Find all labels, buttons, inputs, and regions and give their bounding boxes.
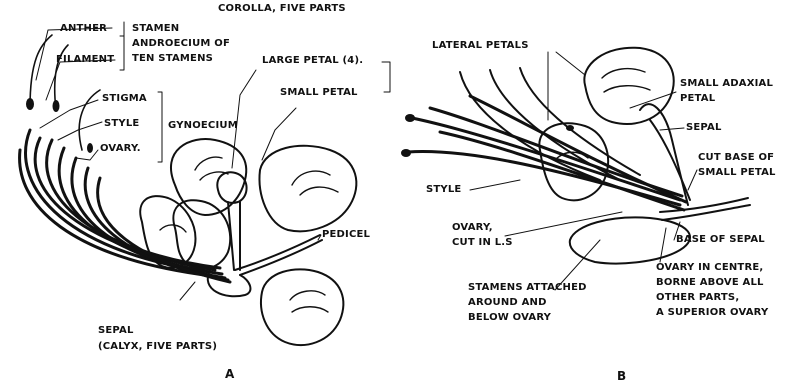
superior-ovary-label: A SUPERIOR OVARY	[656, 307, 768, 319]
corolla-label: COROLLA, FIVE PARTS	[218, 3, 346, 15]
panel-letter-b: B	[617, 370, 626, 382]
ovary-label-a: OVARY.	[100, 143, 141, 155]
small-petal-label: SMALL PETAL	[280, 87, 358, 99]
small-adaxial-label: SMALL ADAXIAL	[680, 78, 773, 90]
sepal-label-b: SEPAL	[686, 122, 722, 134]
anther-label: ANTHER	[60, 23, 107, 35]
flower-b-leader-lines	[470, 52, 697, 290]
style-label-a: STYLE	[104, 118, 139, 130]
filament-label: FILAMENT	[56, 54, 114, 66]
androecium-label: ANDROECIUM OF	[132, 38, 230, 50]
panel-letter-a: A	[225, 368, 235, 380]
flower-a-drawing	[20, 22, 390, 345]
ovary-cut-label: OVARY,	[452, 222, 493, 234]
ovary-in-centre-label: OVARY IN CENTRE,	[656, 262, 763, 274]
ten-stamens-label: TEN STAMENS	[132, 53, 213, 65]
lateral-petals-label: LATERAL PETALS	[432, 40, 529, 52]
around-and-label: AROUND AND	[468, 297, 547, 309]
borne-above-label: BORNE ABOVE ALL	[656, 277, 764, 289]
calyx-label: (CALYX, FIVE PARTS)	[98, 341, 217, 353]
gynoecium-label: GYNOECIUM	[168, 120, 238, 132]
stamens-attached-label: STAMENS ATTACHED	[468, 282, 587, 294]
stamen-label: STAMEN	[132, 23, 179, 35]
style-label-b: STYLE	[426, 184, 461, 196]
small-adaxial-petal-label: PETAL	[680, 93, 715, 105]
sepal-label-a: SEPAL	[98, 325, 134, 337]
ovary-cut-ls-label: CUT IN L.S	[452, 237, 513, 249]
stigma-label: STIGMA	[102, 93, 147, 105]
pedicel-label: PEDICEL	[322, 229, 370, 241]
below-ovary-label: BELOW OVARY	[468, 312, 551, 324]
flower-a-pedicel	[235, 235, 320, 270]
flower-a-petal-veins	[160, 157, 338, 312]
base-of-sepal-label: BASE OF SEPAL	[676, 234, 765, 246]
flower-a-petals	[140, 139, 356, 345]
other-parts-label: OTHER PARTS,	[656, 292, 739, 304]
flower-a-filament-tips	[30, 35, 100, 150]
large-petal-label: LARGE PETAL (4).	[262, 55, 363, 67]
cut-base-label: CUT BASE OF	[698, 152, 774, 164]
cut-base-petal-label: SMALL PETAL	[698, 167, 776, 179]
